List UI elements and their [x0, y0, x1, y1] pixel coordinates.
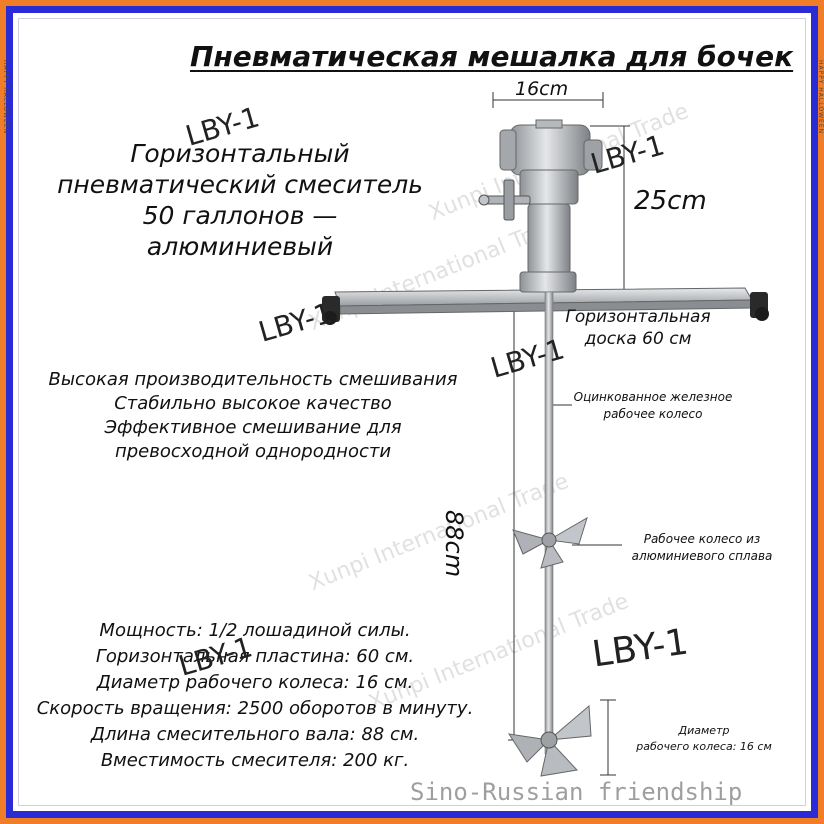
- headline-line: алюминиевый: [146, 232, 334, 261]
- label-line: Рабочее колесо из: [643, 532, 761, 546]
- footer-watermark: Sino-Russian friendship: [410, 778, 743, 806]
- impeller-diameter-label: Диаметр рабочего колеса: 16 см: [616, 723, 792, 755]
- inner-frame: [6, 6, 818, 818]
- label-line: Горизонтальная: [565, 307, 711, 327]
- spec-list: Мощность: 1/2 лошадиной силы. Горизонтал…: [0, 618, 510, 774]
- label-line: рабочего колеса: 16 см: [636, 740, 772, 753]
- impeller-icon: [512, 516, 588, 569]
- inner-frame-line: [18, 18, 806, 806]
- product-headline: Горизонтальный пневматический смеситель …: [20, 138, 460, 262]
- feature-line: Высокая производительность смешивания: [48, 369, 458, 390]
- dimension-line-width: [492, 92, 604, 108]
- impeller-icon: [507, 704, 592, 777]
- label-line: алюминиевого сплава: [631, 549, 773, 563]
- headline-line: Горизонтальный: [130, 139, 350, 168]
- headline-line: пневматический смеситель: [57, 170, 423, 199]
- dimension-height-label: 25cm: [634, 186, 707, 216]
- spec-line: Мощность: 1/2 лошадиной силы.: [99, 620, 411, 641]
- horizontal-board-label: Горизонтальная доска 60 см: [552, 306, 724, 350]
- spec-line: Вместимость смесителя: 200 кг.: [100, 750, 410, 771]
- feature-line: Стабильно высокое качество: [114, 393, 392, 414]
- air-motor: [499, 119, 603, 293]
- spec-line: Горизонтальная пластина: 60 см.: [95, 646, 415, 667]
- page-title: Пневматическая мешалка для бочек: [190, 40, 794, 73]
- spec-line: Длина смесительного вала: 88 см.: [90, 724, 420, 745]
- feature-line: превосходной однородности: [114, 441, 392, 462]
- knob-icon: [322, 296, 340, 325]
- knob-icon: [750, 292, 769, 321]
- spec-line: Диаметр рабочего колеса: 16 см.: [96, 672, 414, 693]
- spec-line: Скорость вращения: 2500 оборотов в минут…: [36, 698, 474, 719]
- air-valve-icon: [478, 179, 531, 221]
- dimension-line-impeller: [600, 699, 616, 776]
- aluminum-impeller-label: Рабочее колесо из алюминиевого сплава: [612, 531, 792, 565]
- label-line: Оцинкованное железное: [573, 390, 733, 404]
- headline-line: 50 галлонов —: [142, 201, 338, 230]
- dimension-width-label: 16cm: [515, 78, 569, 100]
- feature-line: Эффективное смешивание для: [104, 417, 402, 438]
- galvanized-impeller-label: Оцинкованное железное рабочее колесо: [560, 389, 746, 423]
- label-line: рабочее колесо: [603, 407, 703, 421]
- dimension-shaft-label: 88cm: [440, 510, 468, 578]
- label-line: доска 60 см: [584, 329, 692, 349]
- label-line: Диаметр: [678, 724, 730, 737]
- features-list: Высокая производительность смешивания Ст…: [18, 368, 488, 464]
